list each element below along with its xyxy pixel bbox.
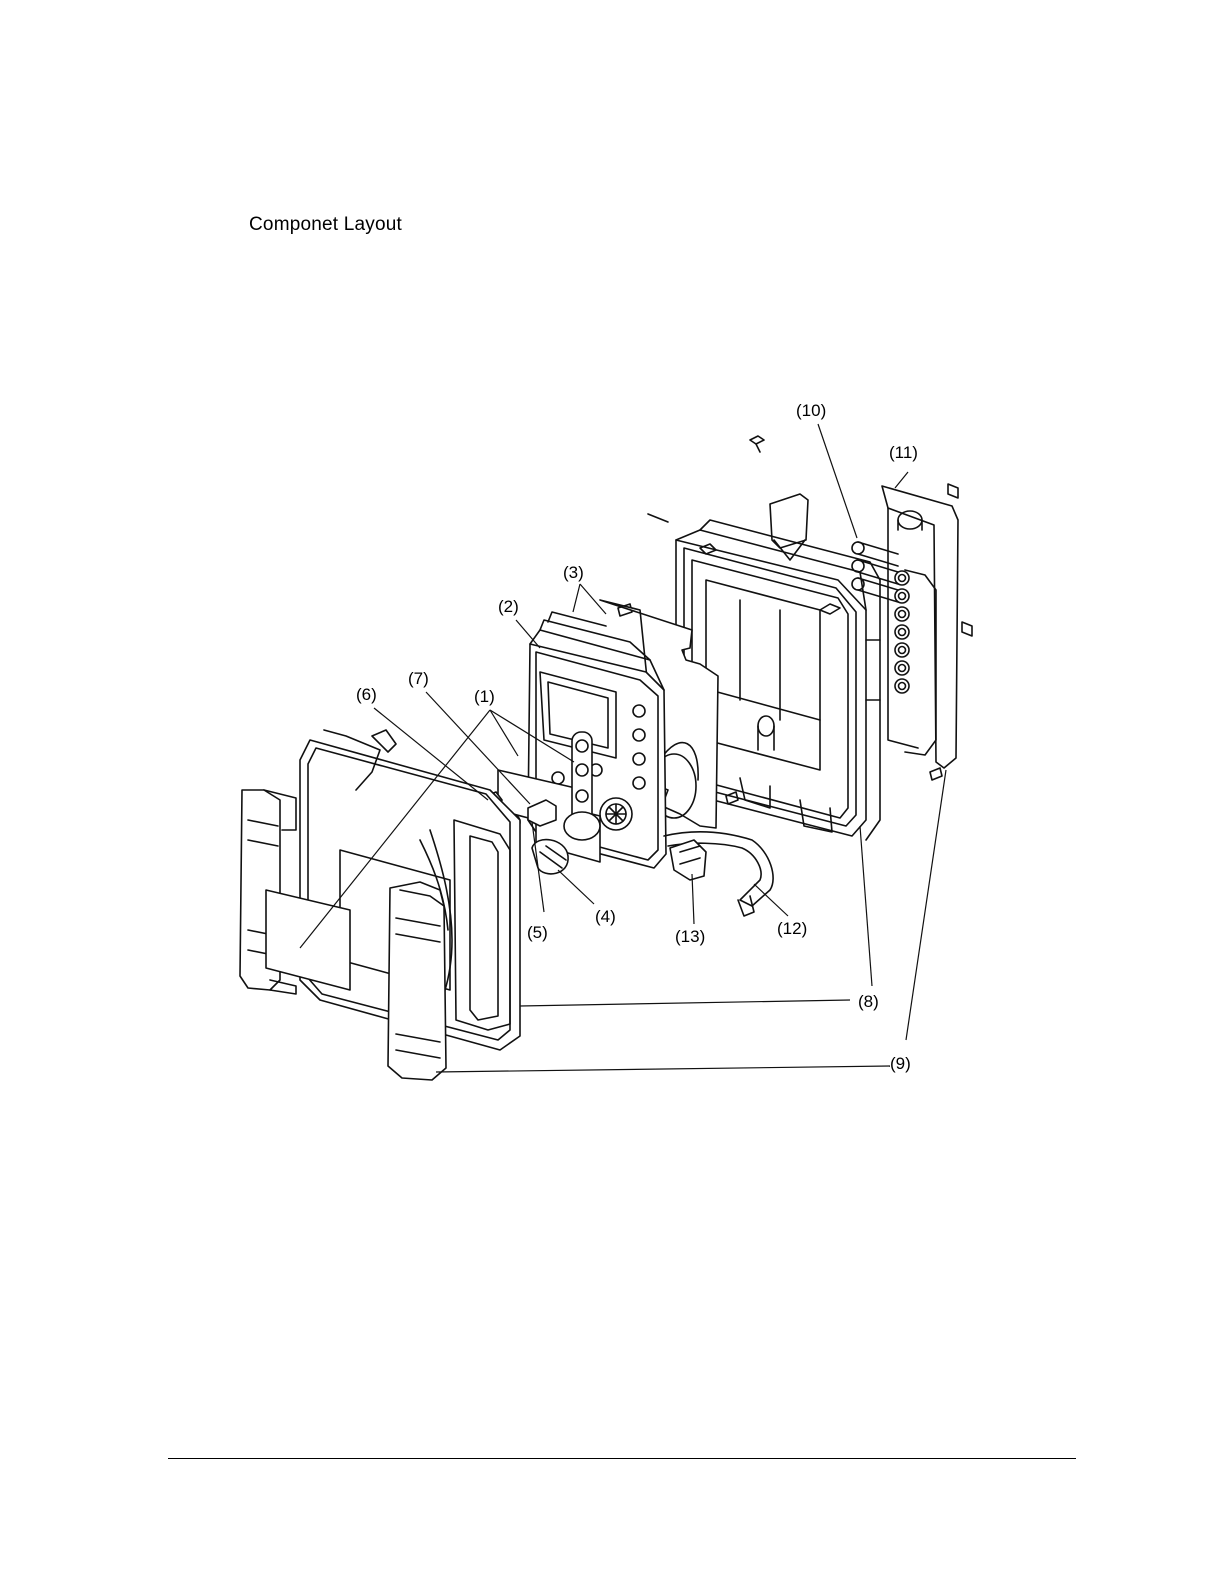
cable-assembly — [664, 832, 773, 916]
callout-3: (3) — [563, 563, 584, 582]
callout-9: (9) — [890, 1054, 911, 1073]
callout-12: (12) — [777, 919, 807, 938]
rotary-knob — [532, 840, 568, 874]
callout-5: (5) — [527, 923, 548, 942]
callout-7: (7) — [408, 669, 429, 688]
callout-2: (2) — [498, 597, 519, 616]
callout-11: (11) — [889, 443, 918, 462]
callout-10: (10) — [796, 401, 826, 420]
callout-1: (1) — [474, 687, 495, 706]
footer-rule — [168, 1458, 1076, 1459]
callout-13: (13) — [675, 927, 705, 946]
callout-4: (4) — [595, 907, 616, 926]
rear-bumper — [882, 484, 972, 768]
callout-6: (6) — [356, 685, 377, 704]
callout-8: (8) — [858, 992, 879, 1011]
